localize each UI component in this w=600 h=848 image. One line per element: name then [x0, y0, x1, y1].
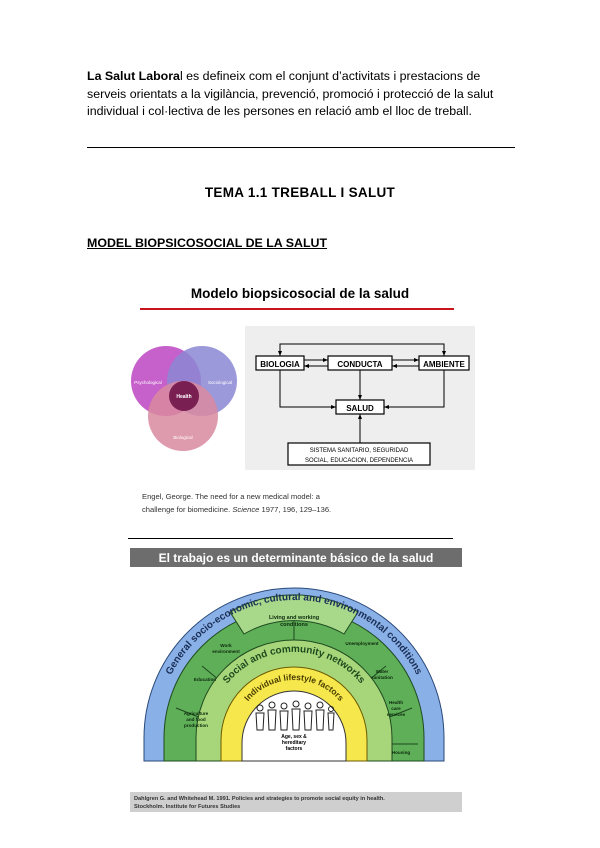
venn-label-psychological: Psychological: [134, 380, 162, 385]
intro-paragraph: La Salut Laboral es defineix com el conj…: [87, 68, 517, 121]
figure1-citation-line2: challenge for biomedicine. Science 1977,…: [142, 505, 331, 514]
venn-label-sociological: Sociological: [208, 380, 232, 385]
living-working-line2: conditions: [280, 622, 308, 628]
horizontal-rule: [87, 147, 515, 148]
segment-health-line3: services: [387, 712, 406, 717]
segment-housing: Housing: [392, 750, 411, 755]
figure1-title: Modelo biopsicosocial de la salud: [191, 286, 409, 301]
venn-label-health: Health: [176, 394, 191, 400]
living-working-line1: Living and working: [269, 615, 319, 621]
segment-water-line2: sanitation: [371, 675, 393, 680]
section-title: MODEL BIOPSICOSOCIAL DE LA SALUT: [87, 236, 327, 250]
core-label-line3: factors: [286, 746, 303, 752]
box-biologia-label: BIOLOGIA: [260, 360, 300, 369]
figure2-rule: [128, 538, 453, 539]
segment-agri-line2: and food: [186, 717, 206, 722]
figure2-citation-line2: Stockholm. Institute for Futures Studies: [134, 804, 240, 810]
biopsychosocial-figure: Modelo biopsicosocial de la salud Psycho…: [110, 276, 490, 524]
segment-health-line2: care: [391, 706, 401, 711]
box-sistema-line1: SISTEMA SANITARIO, SEGURIDAD: [310, 448, 409, 454]
segment-water-line1: Water: [376, 669, 389, 674]
venn-label-biological: Biological: [173, 435, 192, 440]
box-sistema-line2: SOCIAL, EDUCACION, DEPENDENCIA: [305, 458, 413, 464]
segment-health-line1: Health: [389, 700, 403, 705]
segment-agri-line3: production: [184, 723, 208, 728]
segment-agri-line1: Agriculture: [184, 711, 209, 716]
social-determinants-figure: El trabajo es un determinante básico de …: [126, 548, 464, 814]
health-determinants-diagram: BIOLOGIA CONDUCTA AMBIENTE SALUD SISTEMA…: [245, 326, 475, 470]
box-salud-label: SALUD: [346, 404, 374, 413]
venn-diagram: Psychological Sociological Biological He…: [131, 346, 237, 451]
figure2-banner-text: El trabajo es un determinante básico de …: [159, 551, 434, 565]
box-conducta-label: CONDUCTA: [337, 360, 382, 369]
segment-work-line1: Work: [220, 643, 232, 648]
segment-unemployment: Unemployment: [345, 641, 379, 646]
segment-work-line2: environment: [212, 649, 240, 654]
segment-education: Education: [194, 677, 216, 682]
box-ambiente-label: AMBIENTE: [423, 360, 465, 369]
intro-bold-term: La Salut Labora: [87, 69, 180, 83]
tema-title: TEMA 1.1 TREBALL I SALUT: [0, 185, 600, 200]
figure1-citation-line1: Engel, George. The need for a new medica…: [142, 492, 321, 501]
figure2-citation-line1: Dahlgren G. and Whitehead M. 1991. Polic…: [134, 796, 385, 802]
